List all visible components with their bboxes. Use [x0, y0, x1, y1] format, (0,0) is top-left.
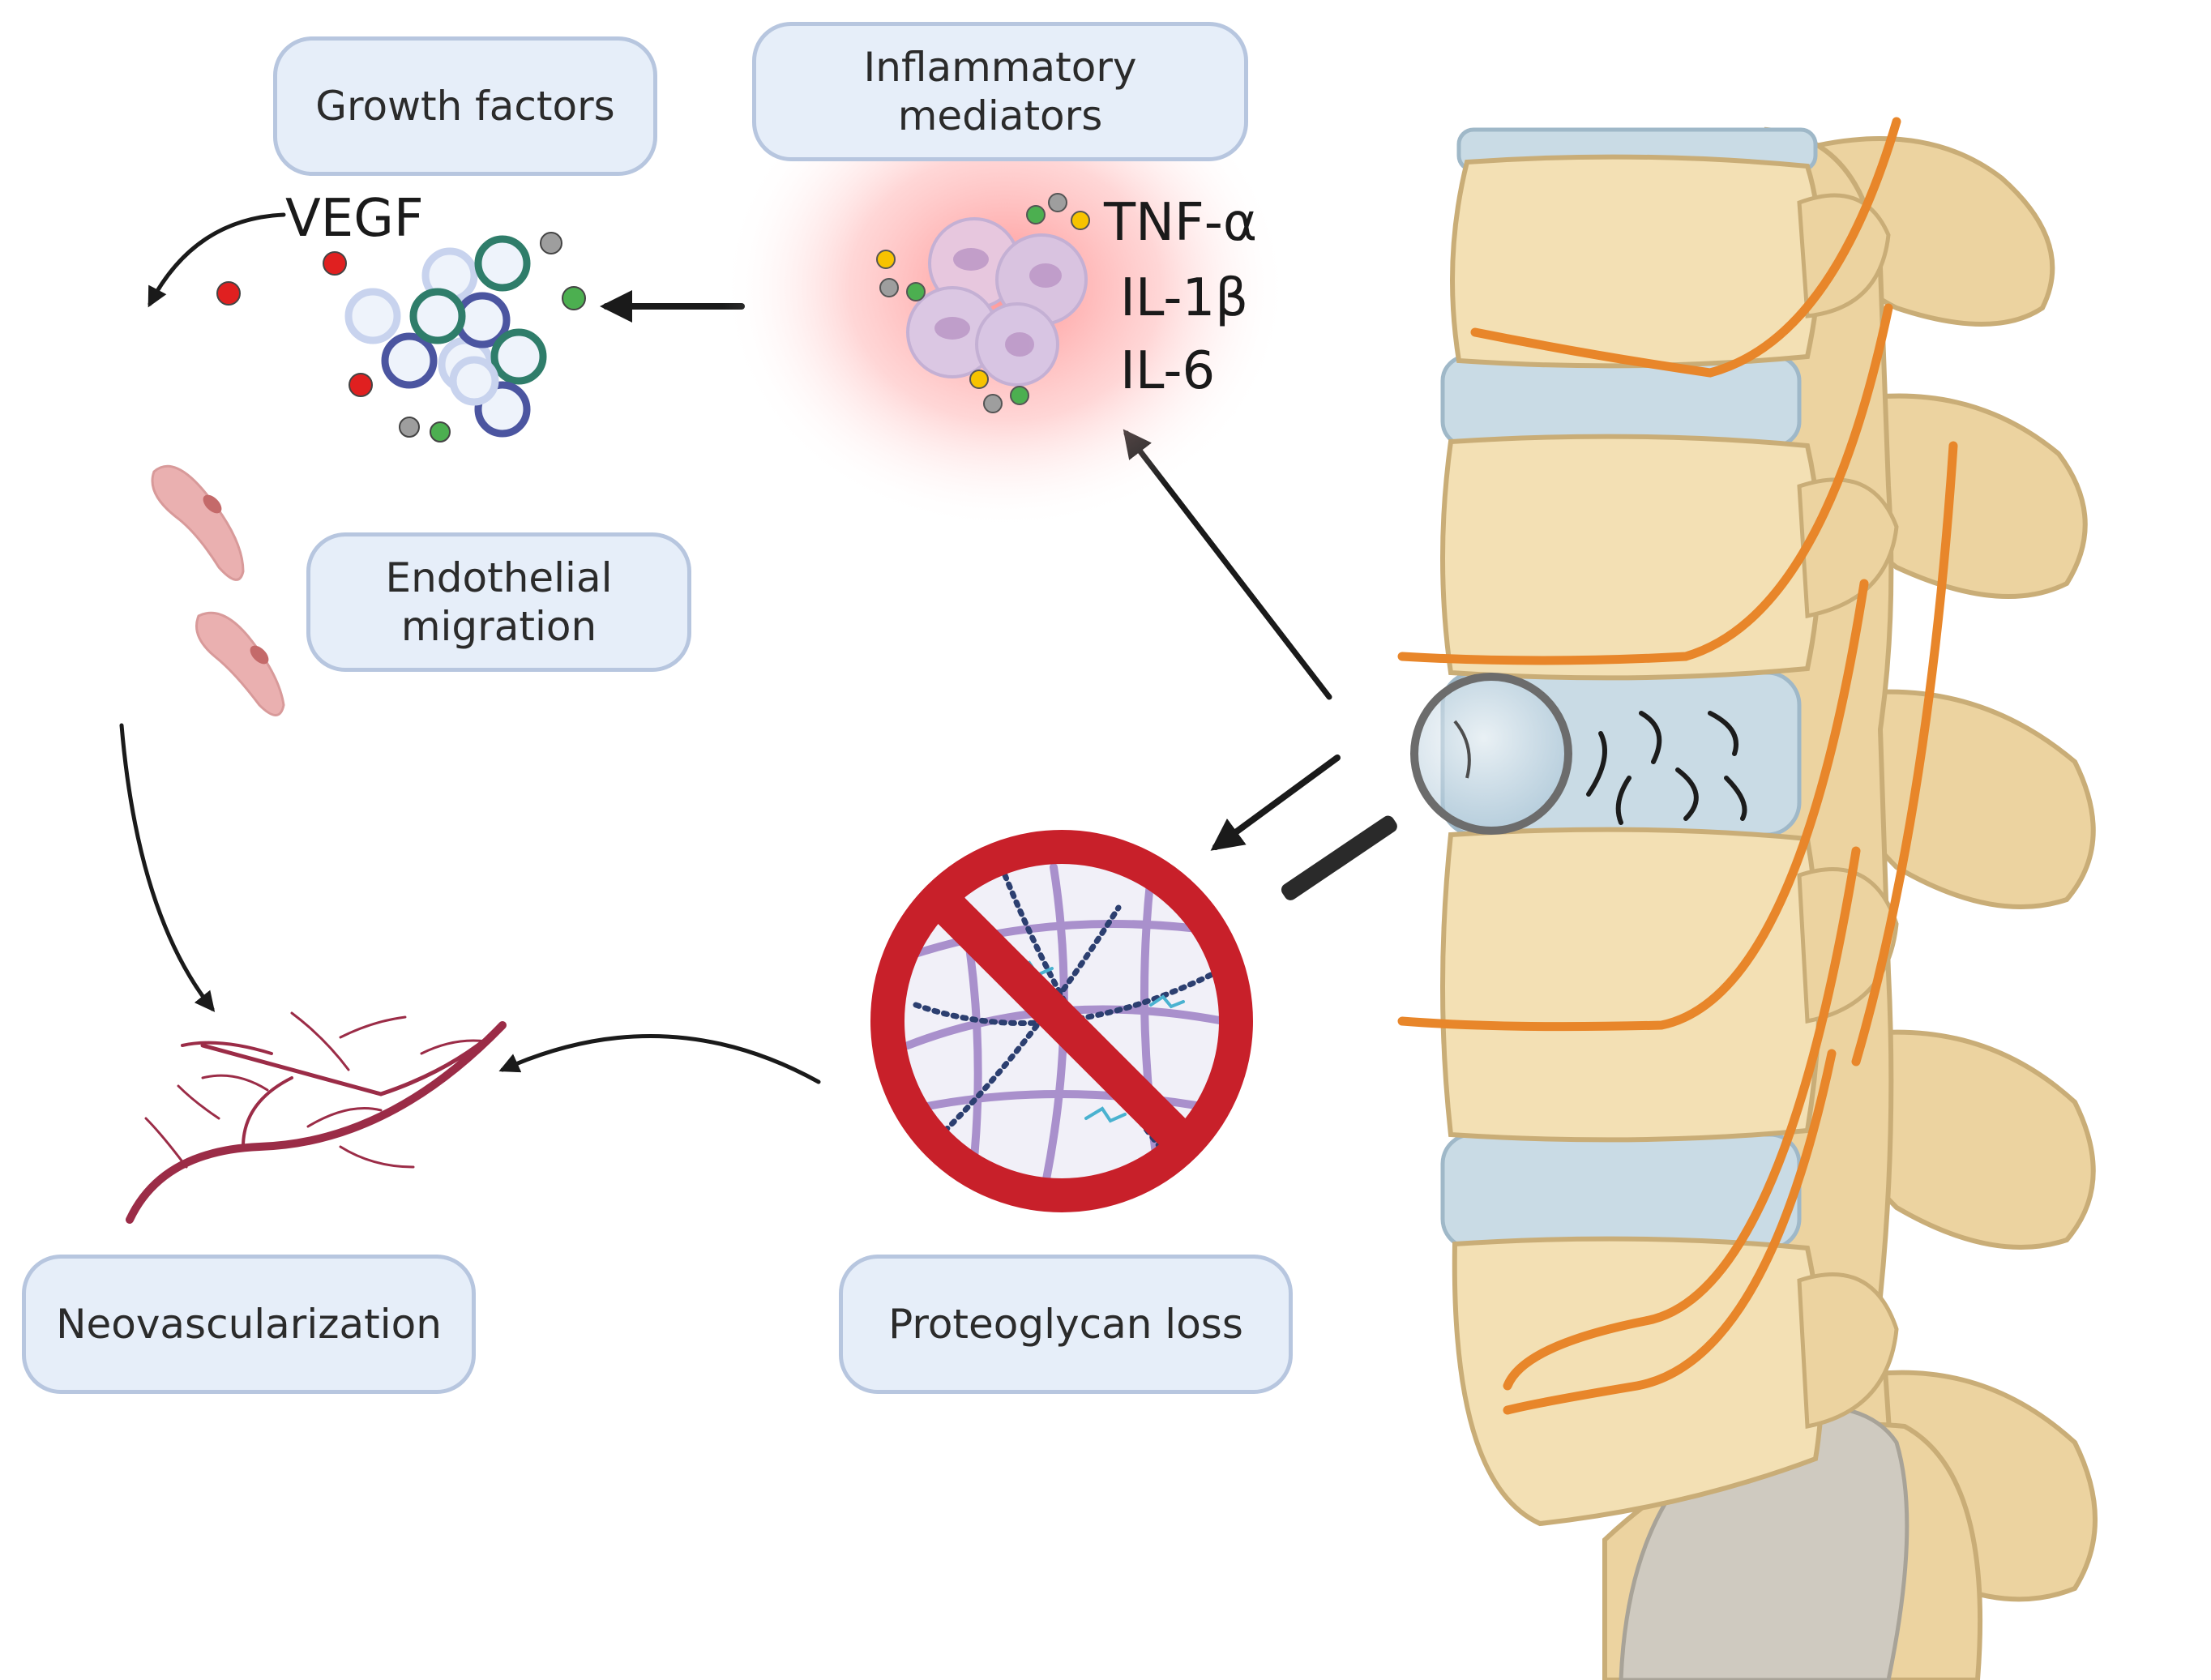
- growth-factors-label: Growth factors: [315, 83, 615, 130]
- il-6-label: IL-6: [1120, 341, 1216, 401]
- arrow-spine-to-proteoglycan: [1210, 755, 1341, 851]
- inflammatory-mediators-box: Inflammatory mediators: [752, 22, 1248, 161]
- blood-vessels-illustration: [126, 1011, 507, 1224]
- il-1-beta-label: IL-1β: [1120, 268, 1249, 328]
- arrow-vegf-to-cells: [148, 212, 286, 308]
- inflammatory-cells-illustration: [721, 45, 1289, 531]
- proteoglycan-loss-label: Proteoglycan loss: [888, 1301, 1243, 1348]
- arrow-endothelial-to-neovascular: [119, 723, 216, 1012]
- proteoglycan-loss-box: Proteoglycan loss: [839, 1255, 1293, 1394]
- inflammatory-mediators-line-2: mediators: [897, 92, 1103, 139]
- lumbar-spine-illustration: [1397, 117, 2098, 1680]
- inflammatory-mediators-line-1: Inflammatory: [863, 44, 1137, 91]
- neovascularization-box: Neovascularization: [22, 1255, 476, 1394]
- neovascularization-label: Neovascularization: [56, 1301, 442, 1348]
- vegf-label: VEGF: [285, 189, 424, 249]
- endothelial-migration-box: Endothelial migration: [306, 532, 691, 672]
- proteoglycan-loss-icon: [870, 830, 1253, 1212]
- cell-cluster-illustration: [216, 232, 586, 442]
- magnifying-glass-icon: [1281, 673, 1572, 900]
- endothelial-migration-line-2: migration: [400, 603, 597, 650]
- tnf-alpha-label: TNF-α: [1104, 193, 1258, 253]
- growth-factors-box: Growth factors: [273, 36, 657, 176]
- endothelial-migration-line-1: Endothelial: [385, 554, 613, 601]
- endothelial-cells-illustration: [151, 464, 285, 716]
- arrow-proteoglycan-to-neovascular: [498, 1034, 821, 1084]
